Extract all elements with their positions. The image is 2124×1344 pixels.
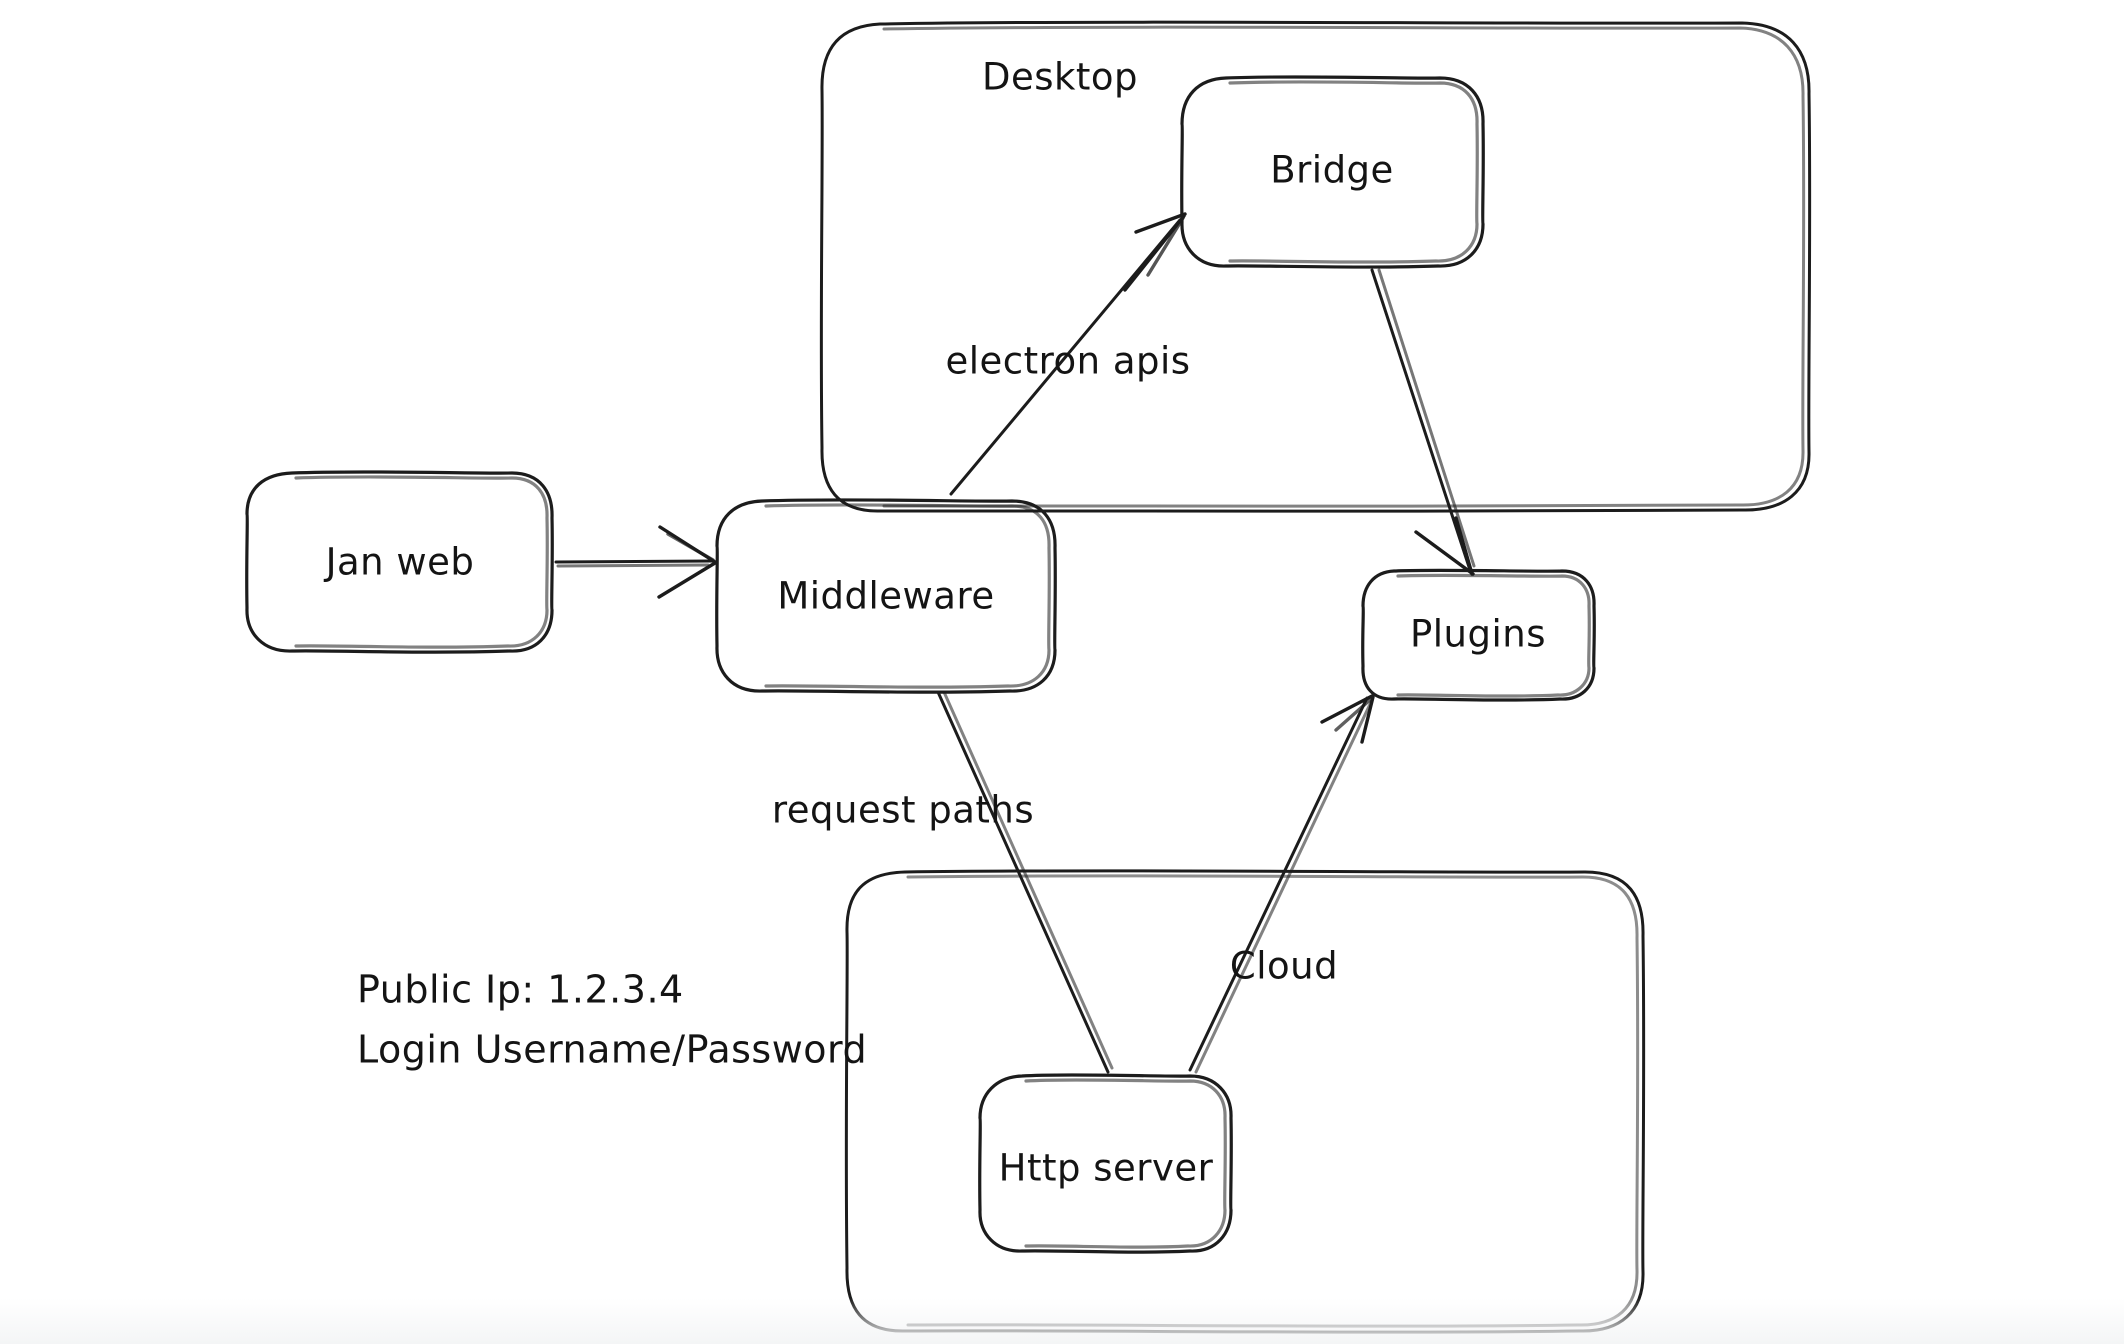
- edge-line: [554, 559, 714, 564]
- bridge-label: Bridge: [1270, 149, 1394, 192]
- http-server-box: [978, 1073, 1233, 1254]
- arrowhead-upper-second: [666, 532, 715, 562]
- arrowhead-left: [1320, 694, 1374, 724]
- arrowhead-upper: [1134, 212, 1187, 234]
- arrowhead-mid: [1146, 216, 1185, 277]
- edge-bridge-to-plugins[interactable]: [1370, 268, 1476, 576]
- bridge-box: [1180, 75, 1485, 269]
- node-jan-web[interactable]: Jan web: [245, 470, 554, 654]
- jan-web-box: [245, 470, 554, 654]
- edge-line-second-pass: [942, 690, 1114, 1070]
- edge-line: [936, 690, 1110, 1074]
- edge-label-request-paths: request paths: [772, 789, 1034, 832]
- middleware-box-second-pass: [764, 503, 1051, 689]
- arrowhead-right: [1454, 516, 1474, 576]
- edge-line-second-pass: [1377, 268, 1476, 568]
- edge-label-electron-apis: electron apis: [945, 340, 1190, 383]
- edge-line-second-pass: [1194, 698, 1374, 1074]
- note-public-ip: Public Ip: 1.2.3.4: [357, 968, 684, 1012]
- edge-line-second-pass: [556, 563, 710, 568]
- jan-web-box-second-pass: [294, 475, 549, 649]
- arrowhead-mid: [1334, 697, 1373, 732]
- plugins-label: Plugins: [1410, 613, 1546, 656]
- node-middleware[interactable]: Middleware: [715, 498, 1057, 694]
- arrowhead-left: [1414, 530, 1475, 576]
- group-cloud-region[interactable]: [844, 869, 1646, 1334]
- arrowhead-lower: [1123, 214, 1186, 292]
- middleware-label: Middleware: [777, 575, 994, 618]
- node-http-server[interactable]: Http server: [978, 1073, 1233, 1254]
- edge-httpserver-to-plugins[interactable]: Cloud: [1188, 694, 1375, 1074]
- edge-line: [1188, 696, 1369, 1072]
- middleware-box: [715, 498, 1057, 694]
- desktop-group-border-second-pass: [882, 25, 1806, 508]
- bridge-box-second-pass: [1228, 80, 1479, 264]
- http-server-box-second-pass: [1024, 1078, 1227, 1249]
- edge-line: [949, 218, 1182, 496]
- notes-block: Public Ip: 1.2.3.4 Login Username/Passwo…: [357, 968, 867, 1072]
- desktop-group-label: Desktop: [982, 56, 1138, 99]
- note-login: Login Username/Password: [357, 1028, 867, 1072]
- edge-line: [1370, 268, 1472, 572]
- arrowhead-lower: [657, 561, 717, 599]
- cloud-group-border-second-pass: [906, 874, 1640, 1328]
- node-bridge[interactable]: Bridge: [1180, 75, 1485, 269]
- cloud-group-border: [844, 869, 1646, 1334]
- node-plugins[interactable]: Plugins: [1361, 568, 1596, 702]
- edge-middleware-to-bridge[interactable]: electron apis: [945, 212, 1190, 496]
- http-server-label: Http server: [999, 1147, 1214, 1190]
- arrowhead-right: [1360, 695, 1375, 744]
- plugins-box-second-pass: [1396, 573, 1591, 698]
- jan-web-label: Jan web: [324, 541, 475, 584]
- desktop-group-border: [819, 20, 1812, 513]
- edge-middleware-to-httpserver[interactable]: request paths: [772, 690, 1114, 1074]
- plugins-box: [1361, 568, 1596, 702]
- group-desktop[interactable]: Desktop: [819, 20, 1812, 513]
- edge-janweb-to-middleware[interactable]: [554, 525, 717, 599]
- edge-label-cloud: Cloud: [1230, 945, 1338, 988]
